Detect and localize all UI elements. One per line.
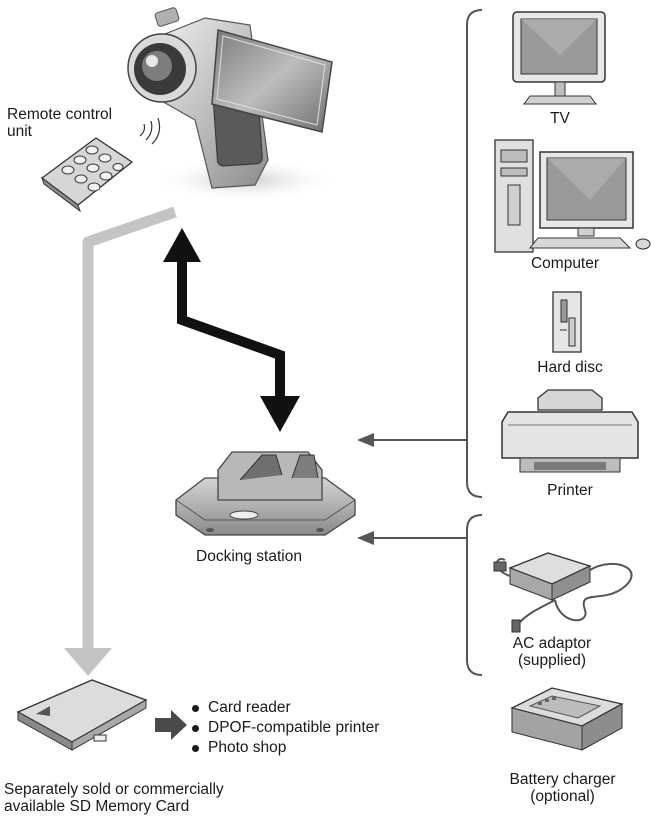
camcorder — [127, 7, 340, 202]
output-card-reader: Card reader — [190, 698, 379, 718]
docking-station — [175, 451, 356, 536]
tv-label: TV — [550, 110, 570, 127]
ac-adaptor-label: AC adaptor (supplied) — [512, 635, 592, 669]
ac-adaptor-icon — [493, 552, 633, 633]
arrow-to-dock-bottom — [357, 531, 374, 545]
card-path-arrow — [64, 206, 177, 676]
hard-disc-label: Hard disc — [537, 359, 603, 376]
bracket-outputs — [370, 9, 483, 498]
battery-charger-label: Battery charger (optional) — [509, 771, 616, 805]
arrow-to-dock-top — [357, 433, 374, 447]
hard-disc-icon — [552, 291, 582, 353]
bracket-power — [370, 514, 483, 676]
printer-label: Printer — [547, 482, 593, 499]
card-output-arrow — [155, 710, 187, 740]
sd-card-icon — [16, 679, 148, 751]
card-output-list: Card reader DPOF-compatible printer Phot… — [190, 698, 379, 758]
printer-icon — [501, 389, 639, 473]
remote-control-label: Remote control unit — [7, 106, 113, 140]
remote-control — [40, 117, 161, 213]
computer-icon — [494, 139, 651, 253]
output-dpof-printer: DPOF-compatible printer — [190, 718, 379, 738]
output-photo-shop: Photo shop — [190, 738, 379, 758]
dock-connection-arrow — [163, 228, 300, 432]
computer-label: Computer — [530, 255, 600, 272]
docking-station-label: Docking station — [196, 548, 302, 565]
battery-charger-icon — [510, 687, 624, 751]
tv-icon — [512, 11, 606, 105]
sd-card-label: Separately sold or commercially availabl… — [4, 781, 224, 815]
